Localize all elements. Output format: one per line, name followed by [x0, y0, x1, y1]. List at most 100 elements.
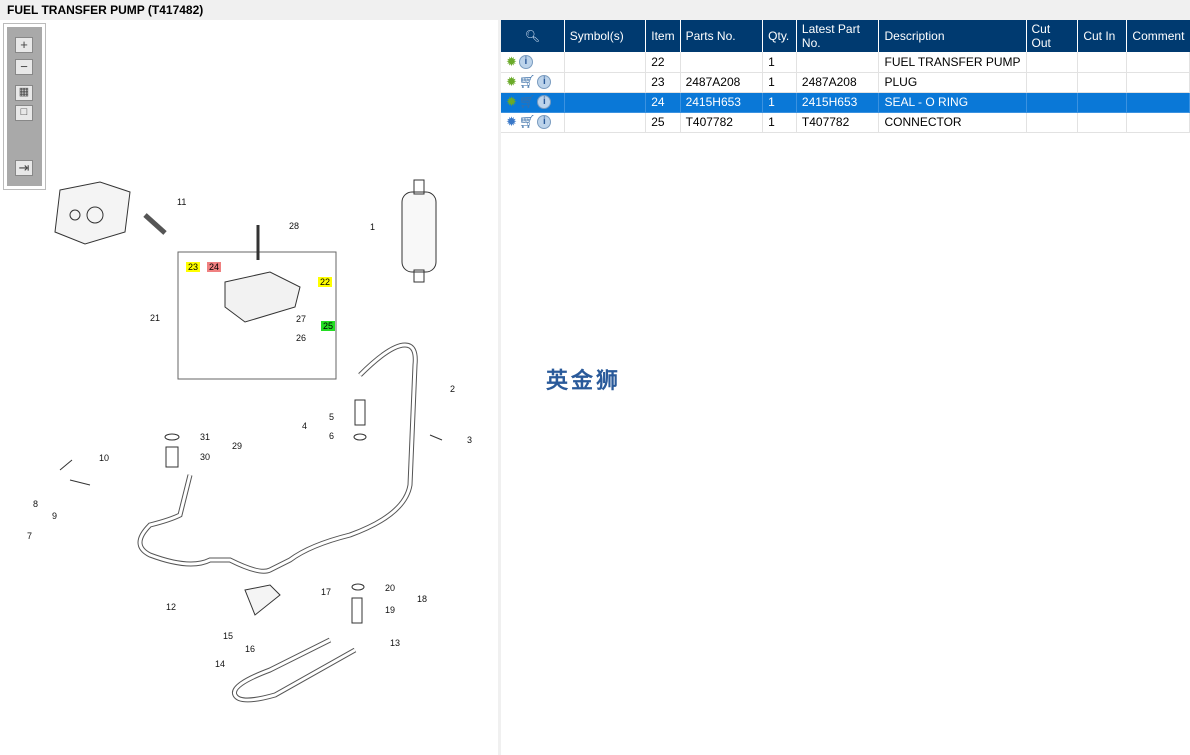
callout-11[interactable]: 11: [177, 197, 187, 207]
cell-comment[interactable]: [1126, 92, 1190, 113]
info-icon[interactable]: i: [537, 95, 552, 109]
cell-cutin[interactable]: [1077, 112, 1128, 133]
cell-item[interactable]: 25: [645, 112, 681, 133]
cell-comment[interactable]: [1126, 52, 1190, 73]
callout-7[interactable]: 7: [27, 531, 33, 541]
column-header-parts-no[interactable]: Parts No.: [680, 20, 764, 52]
column-header-item[interactable]: Item: [645, 20, 681, 52]
column-header-symbols[interactable]: Symbol(s): [564, 20, 647, 52]
callout-6[interactable]: 6: [329, 431, 335, 441]
cell-item[interactable]: 23: [645, 72, 681, 93]
callout-23-highlight[interactable]: 23: [186, 262, 201, 272]
gear-icon[interactable]: ✹: [506, 53, 517, 69]
column-header-description[interactable]: Description: [878, 20, 1027, 52]
callout-27[interactable]: 27: [296, 314, 307, 324]
cell-symbols[interactable]: [564, 52, 647, 73]
callout-25-highlight[interactable]: 25: [321, 321, 336, 331]
callout-15[interactable]: 15: [223, 631, 234, 641]
callout-2[interactable]: 2: [450, 384, 456, 394]
cell-cutin[interactable]: [1077, 92, 1128, 113]
callout-4[interactable]: 4: [302, 421, 308, 431]
cell-cutin[interactable]: [1077, 52, 1128, 73]
callout-28[interactable]: 28: [289, 221, 300, 231]
cell-desc[interactable]: PLUG: [878, 72, 1027, 93]
callout-31[interactable]: 31: [200, 432, 211, 442]
cell-cutout[interactable]: [1026, 72, 1079, 93]
cell-cutout[interactable]: [1026, 112, 1079, 133]
cell-qty[interactable]: 1: [762, 72, 797, 93]
gears-icon[interactable]: ✹: [506, 114, 517, 129]
callout-16[interactable]: 16: [245, 644, 256, 654]
actual-size-button[interactable]: □: [15, 105, 33, 121]
callout-1[interactable]: 1: [370, 222, 376, 232]
cell-desc[interactable]: CONNECTOR: [878, 112, 1027, 133]
export-button[interactable]: ⇥: [15, 160, 33, 176]
info-icon[interactable]: i: [537, 75, 552, 89]
cell-cutin[interactable]: [1077, 72, 1128, 93]
callout-29[interactable]: 29: [232, 441, 243, 451]
cell-qty[interactable]: 1: [762, 92, 797, 113]
cell-qty[interactable]: 1: [762, 52, 797, 73]
column-header-latest-part-no[interactable]: Latest Part No.: [796, 20, 880, 52]
callout-21[interactable]: 21: [150, 313, 161, 323]
cell-latest[interactable]: T407782: [796, 112, 880, 133]
column-header-comment[interactable]: Comment: [1126, 20, 1190, 52]
callout-19[interactable]: 19: [385, 605, 396, 615]
callout-30[interactable]: 30: [200, 452, 211, 462]
column-header-qty[interactable]: Qty.: [762, 20, 797, 52]
callout-12[interactable]: 12: [166, 602, 177, 612]
callout-20[interactable]: 20: [385, 583, 396, 593]
cell-part[interactable]: T407782: [680, 112, 764, 133]
callout-5[interactable]: 5: [329, 412, 335, 422]
cart-icon[interactable]: 🛒︎: [518, 114, 536, 129]
column-header-search[interactable]: 🔍︎: [501, 20, 565, 52]
diagram-panel[interactable]: + − ▦ □ ⇥ 1 2 3 4 5 6 7 8 9 10 11 12 13 …: [0, 20, 498, 755]
cell-latest[interactable]: [796, 52, 880, 73]
callout-14[interactable]: 14: [215, 659, 226, 669]
cell-latest[interactable]: 2415H653: [796, 92, 880, 113]
callout-17[interactable]: 17: [321, 587, 332, 597]
cell-cutout[interactable]: [1026, 52, 1079, 73]
cart-icon[interactable]: 🛒︎: [518, 74, 536, 89]
gear-icon[interactable]: ✹: [506, 74, 517, 89]
cell-desc[interactable]: FUEL TRANSFER PUMP: [878, 52, 1027, 73]
zoom-out-button[interactable]: −: [15, 59, 33, 75]
cell-comment[interactable]: [1126, 112, 1190, 133]
callout-13[interactable]: 13: [390, 638, 401, 648]
callout-10[interactable]: 10: [99, 453, 110, 463]
column-header-cut-in[interactable]: Cut In: [1077, 20, 1128, 52]
info-icon[interactable]: i: [537, 115, 552, 129]
callout-18[interactable]: 18: [417, 594, 428, 604]
callout-22-highlight[interactable]: 22: [318, 277, 333, 287]
cart-icon[interactable]: 🛒︎: [518, 94, 536, 109]
cell-item[interactable]: 24: [645, 92, 681, 113]
callout-26[interactable]: 26: [296, 333, 307, 343]
cell-part[interactable]: 2415H653: [680, 92, 764, 113]
cell-comment[interactable]: [1126, 72, 1190, 93]
cell-qty[interactable]: 1: [762, 112, 797, 133]
cell-cutout[interactable]: [1026, 92, 1079, 113]
gear-icon[interactable]: ✹: [506, 94, 517, 109]
zoom-in-button[interactable]: +: [15, 37, 33, 53]
cell-part[interactable]: 2487A208: [680, 72, 764, 93]
callout-8[interactable]: 8: [33, 499, 39, 509]
search-list-icon: 🔍︎: [524, 29, 540, 43]
row-icons: ✹🛒︎i: [501, 72, 565, 93]
fit-view-button[interactable]: ▦: [15, 85, 33, 101]
cell-symbols[interactable]: [564, 112, 647, 133]
callout-9[interactable]: 9: [52, 511, 58, 521]
column-header-cut-out[interactable]: Cut Out: [1026, 20, 1079, 52]
cell-latest[interactable]: 2487A208: [796, 72, 880, 93]
callout-3[interactable]: 3: [467, 435, 473, 445]
info-icon[interactable]: i: [518, 54, 533, 69]
table-row[interactable]: ✹i 22 1 FUEL TRANSFER PUMP: [501, 52, 1190, 73]
cell-part[interactable]: [680, 52, 764, 73]
callout-24-highlight[interactable]: 24: [207, 262, 222, 272]
cell-desc[interactable]: SEAL - O RING: [878, 92, 1027, 113]
cell-symbols[interactable]: [564, 92, 647, 113]
cell-symbols[interactable]: [564, 72, 647, 93]
cell-item[interactable]: 22: [645, 52, 681, 73]
